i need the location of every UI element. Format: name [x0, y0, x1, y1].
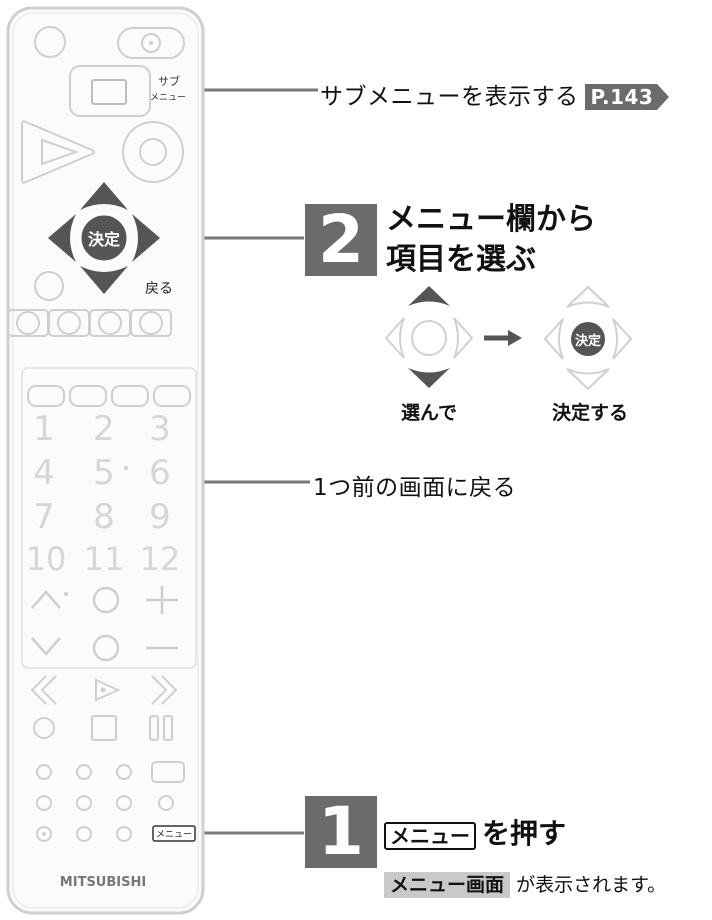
svg-text:6: 6 [149, 453, 171, 493]
aux-button [34, 271, 64, 301]
svg-text:2: 2 [93, 409, 115, 449]
step-1-action: を押す [482, 817, 567, 850]
channel-down-icon [31, 637, 61, 656]
menu-key-label: メニュー [156, 830, 192, 840]
dpad-down [80, 266, 128, 294]
stop-icon [91, 715, 117, 741]
submenu-key-label-1: サブ [158, 74, 180, 88]
step-1-instruction: メニューを押す [384, 812, 566, 852]
stop-circle [33, 717, 55, 739]
numeric-panel [21, 367, 197, 669]
color-buttons [7, 309, 172, 337]
dpad-confirm-diagram: 決定 [543, 285, 633, 391]
step-2-title-line1: メニュー欄から [386, 202, 596, 237]
mid-button [92, 586, 120, 614]
svg-text:8: 8 [93, 497, 115, 537]
caption-select: 選んで [400, 402, 458, 424]
svg-text:7: 7 [33, 497, 55, 537]
data-keys [27, 385, 191, 407]
menu-key [152, 825, 196, 842]
submenu-key-label-2: メニュー [150, 93, 186, 103]
dpad-up [80, 182, 128, 210]
diagram-up-arrow [408, 286, 450, 306]
svg-text:3: 3 [149, 409, 171, 449]
menu-screen-highlight: メニュー画面 [384, 872, 511, 898]
number-keys: 1 2 3 4 5 6 7 8 9 10 11 12 [26, 409, 181, 578]
dpad-select-diagram [384, 286, 474, 388]
diagram-enter-label: 決定 [575, 333, 601, 349]
play-button [21, 120, 95, 184]
back-key-label: 戻る [145, 281, 173, 297]
slow-play-icon [95, 678, 121, 702]
step-1-badge: 1 [305, 796, 377, 868]
remote-body-inner [12, 12, 199, 909]
step-2-title-line2: 項目を選ぶ [386, 242, 536, 277]
svg-text:9: 9 [149, 497, 171, 537]
brand-logo: MITSUBISHI [60, 875, 146, 890]
svg-text:4: 4 [33, 453, 55, 493]
input-button [117, 27, 185, 59]
submenu-button [69, 65, 151, 117]
submenu-text: サブメニューを表示する [320, 84, 579, 110]
enter-button [78, 212, 130, 264]
step-2-badge: 2 [305, 204, 377, 276]
dpad-right [132, 214, 160, 262]
svg-text:10: 10 [26, 540, 67, 578]
record-button [122, 121, 184, 183]
power-button [34, 26, 66, 58]
step-1-result-text: が表示されます。 [516, 874, 667, 896]
svg-text:5: 5 [93, 453, 115, 493]
step-1-result: メニュー画面 が表示されます。 [384, 870, 667, 898]
rewind-icon [30, 675, 57, 705]
channel-up-icon [31, 590, 61, 609]
enter-key-label: 決定 [88, 230, 120, 249]
fast-forward-icon [151, 675, 178, 705]
page-ref-badge[interactable]: P.143 [584, 84, 670, 110]
dpad-left [48, 214, 76, 262]
small-buttons [36, 761, 185, 842]
caption-confirm: 決定する [551, 402, 628, 424]
svg-text:1: 1 [33, 409, 55, 449]
pause-icon-left [149, 715, 159, 741]
volume-up-icon [146, 586, 178, 614]
menu-keycap: メニュー [384, 822, 476, 850]
svg-text:12: 12 [140, 540, 181, 578]
back-annotation: 1つ前の画面に戻る [313, 475, 517, 501]
svg-text:11: 11 [84, 540, 125, 578]
diagram-down-arrow [408, 368, 450, 388]
